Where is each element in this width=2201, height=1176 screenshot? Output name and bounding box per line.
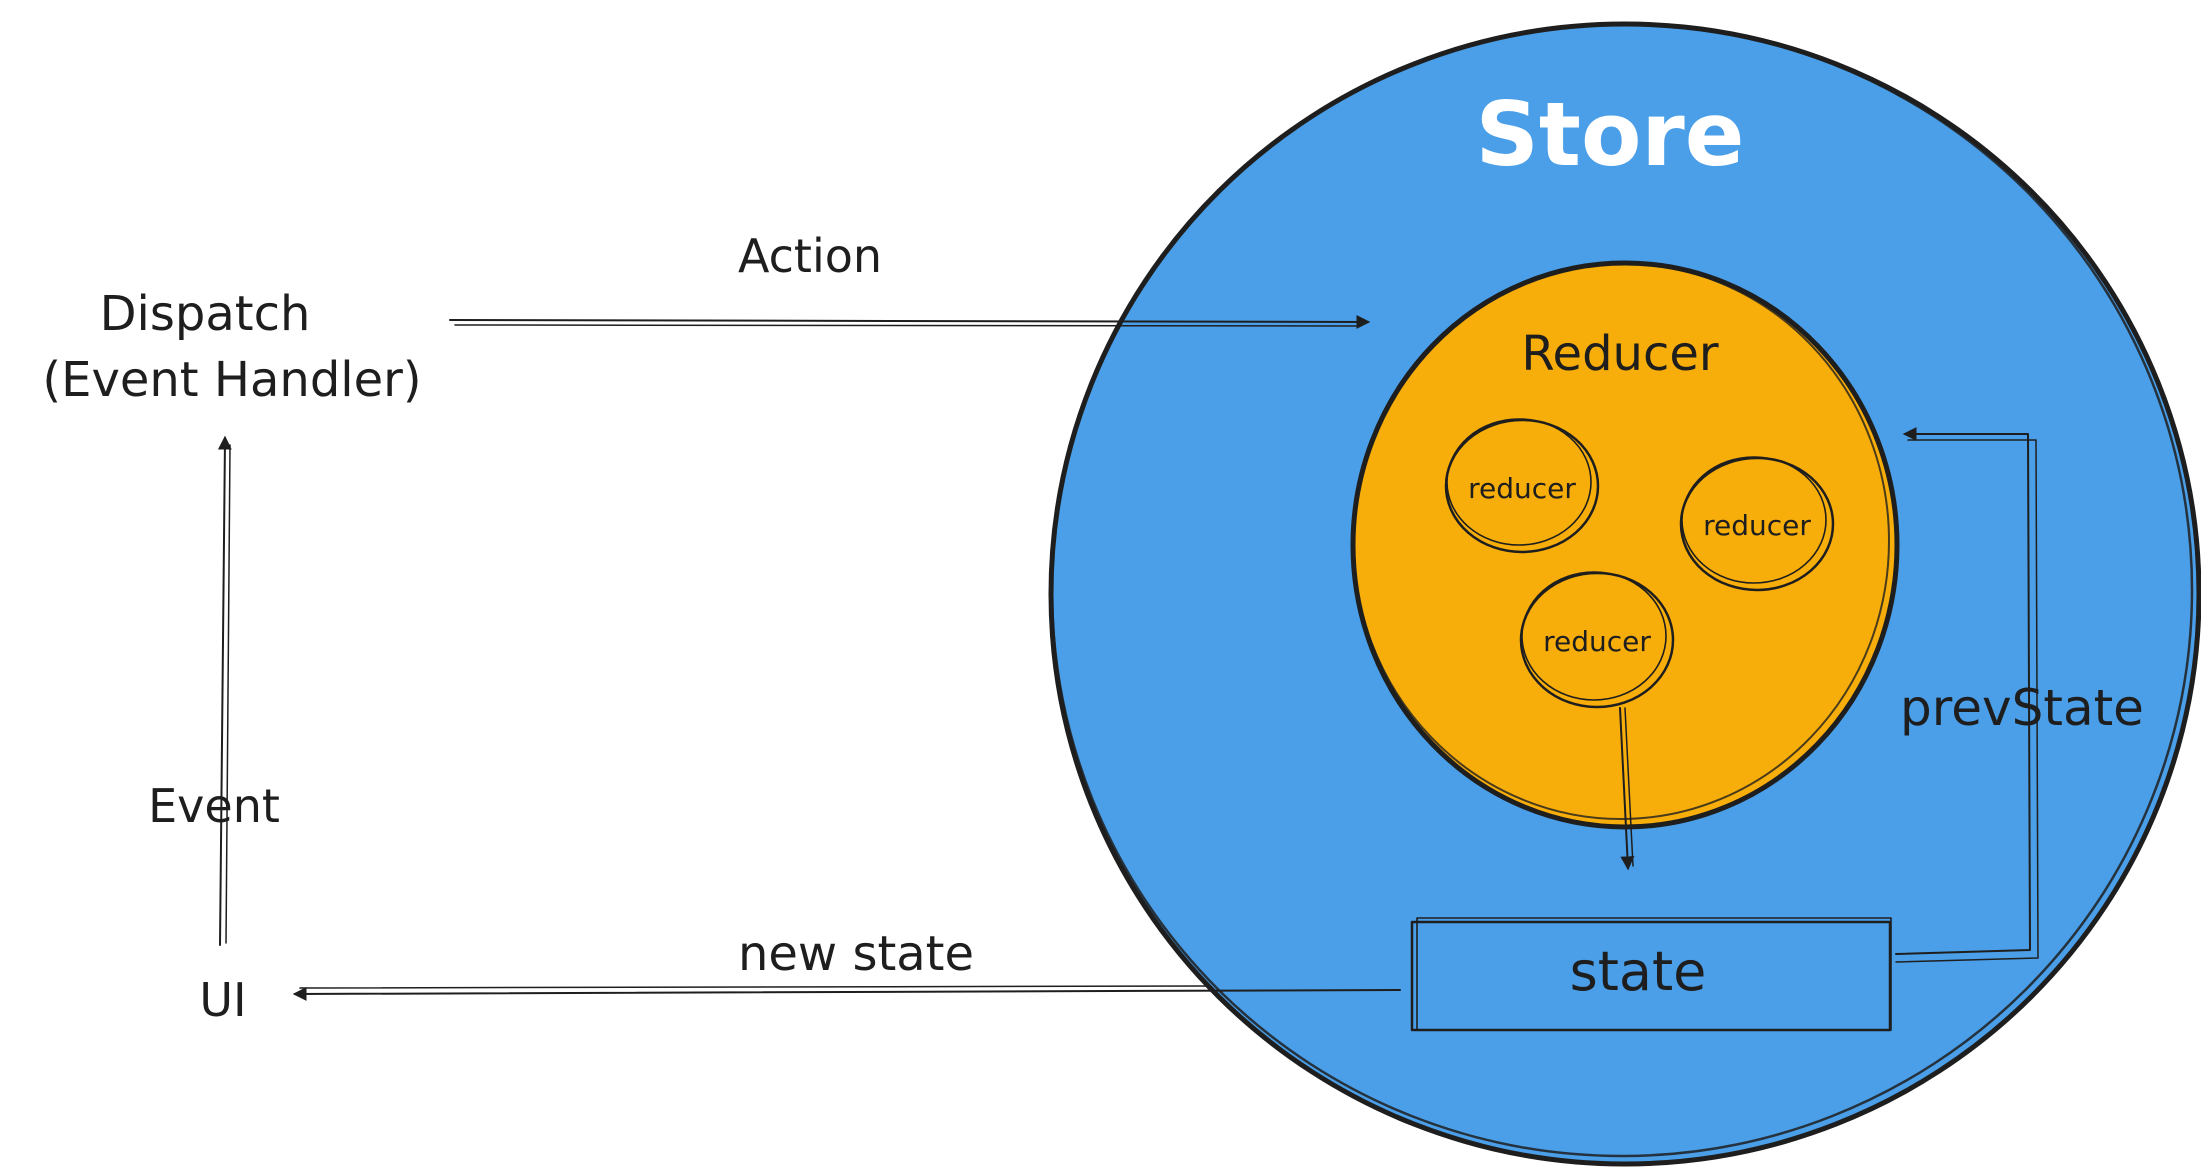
sub-reducer-1: reducer — [1444, 418, 1600, 554]
store-title: Store — [1476, 83, 1745, 186]
state-node: state — [1410, 917, 1892, 1032]
event-arrow: Event — [148, 435, 280, 946]
sub-reducer-circle-sketch — [1681, 456, 1827, 584]
dispatch-sublabel: (Event Handler) — [42, 352, 421, 408]
sub-reducer-circle-sketch — [1446, 418, 1592, 546]
sub-reducer-label: reducer — [1703, 509, 1811, 542]
sub-reducer-circle — [1679, 456, 1835, 592]
sub-reducer-3: reducer — [1519, 571, 1675, 709]
new-state-label: new state — [738, 926, 974, 982]
ui-node: UI — [199, 973, 246, 1027]
reducer-title: Reducer — [1521, 326, 1719, 382]
new-state-arrow: new state — [292, 926, 1401, 1001]
dispatch-node: Dispatch (Event Handler) — [42, 286, 421, 408]
sub-reducer-circle — [1444, 418, 1600, 554]
sub-reducer-2: reducer — [1679, 456, 1835, 592]
sub-reducer-label: reducer — [1468, 472, 1576, 505]
reducer-circle-sketch-stroke — [1352, 262, 1890, 820]
action-label: Action — [738, 229, 882, 283]
prev-state-label: prevState — [1900, 679, 2144, 737]
reducer-node: Reducer — [1350, 260, 1900, 830]
prev-state-arrow: prevState — [1895, 427, 2144, 963]
state-box-sketch — [1416, 917, 1892, 1031]
action-arrow: Action — [449, 229, 1371, 329]
event-label: Event — [148, 779, 280, 833]
sub-reducer-circle — [1519, 571, 1675, 709]
sub-reducer-label: reducer — [1543, 625, 1651, 658]
reducer-to-state-arrow — [1619, 707, 1635, 871]
store-circle-sketch-stroke — [1050, 22, 2194, 1158]
state-label: state — [1570, 940, 1707, 1003]
dispatch-label: Dispatch — [100, 286, 311, 342]
ui-label: UI — [199, 973, 246, 1027]
sub-reducer-circle-sketch — [1521, 571, 1667, 701]
